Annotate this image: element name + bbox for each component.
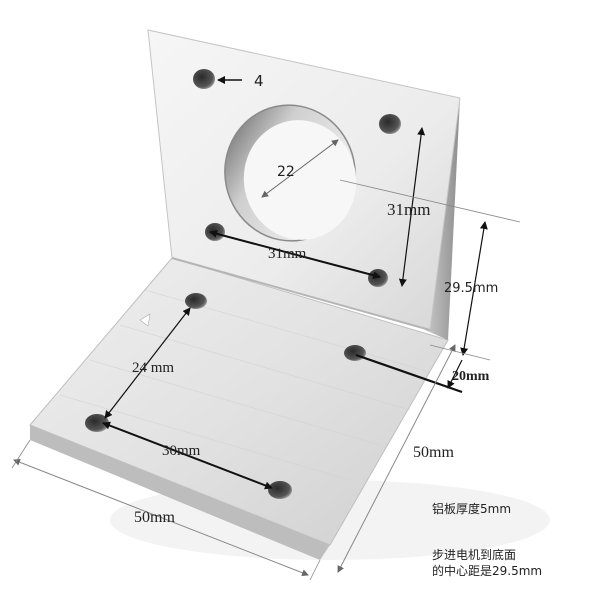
hole-bottom-left	[205, 223, 225, 241]
hole-top-left	[193, 69, 215, 89]
note-center-line1: 步进电机到底面	[432, 548, 517, 562]
center-height-line	[460, 221, 488, 356]
label-base-width: 50mm	[134, 509, 175, 526]
base-hole-back-right	[344, 345, 366, 361]
label-base-hole-depth: 24 mm	[132, 360, 174, 376]
label-bore-diameter: 22	[277, 164, 295, 180]
label-base-hole-width: 30mm	[162, 443, 201, 459]
note-thickness: 铝板厚度5mm	[432, 502, 512, 516]
base-width-line	[13, 458, 309, 577]
center-extension-line	[339, 179, 521, 223]
hole-bottom-right	[368, 269, 388, 287]
base-depth-line	[337, 344, 456, 573]
base-hole-back-left	[185, 293, 207, 309]
vertical-spacing-line	[398, 127, 426, 287]
note-center-line2: 的中心距是29.5mm	[432, 564, 543, 578]
horizontal-spacing-line	[209, 229, 381, 280]
hole-top-right	[379, 114, 401, 134]
base-depth-hole-line	[104, 307, 191, 419]
label-hole-diameter: 4	[254, 72, 264, 90]
label-horizontal-spacing: 31mm	[268, 246, 307, 262]
base-width-ext-right	[309, 559, 321, 581]
base-width-ext-left	[11, 439, 31, 469]
label-vertical-spacing: 31mm	[387, 200, 430, 219]
label-base-depth: 50mm	[413, 444, 454, 461]
base-hole-front-right	[268, 481, 292, 499]
label-edge-offset: 20mm	[452, 369, 490, 384]
bore-diameter-line	[261, 139, 339, 198]
label-center-height: 29.5mm	[444, 281, 498, 296]
cursor-mark	[139, 313, 151, 327]
